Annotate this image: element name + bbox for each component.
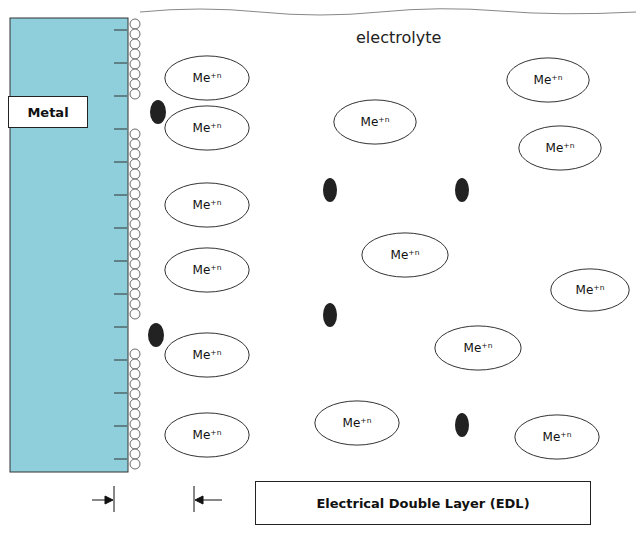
ion-label: Me⁺ⁿ [343, 416, 372, 430]
cation-ellipse: Me⁺ⁿ [514, 414, 600, 460]
ion-label: Me⁺ⁿ [534, 73, 563, 87]
ion-label: Me⁺ⁿ [543, 430, 572, 444]
box-label: Metal [27, 105, 68, 120]
cation-ellipse: Me⁺ⁿ [164, 332, 250, 378]
metal-block [10, 18, 128, 472]
cation-ellipse: Me⁺ⁿ [164, 105, 250, 151]
cation-ellipse: Me⁺ⁿ [333, 99, 417, 145]
ion-label: Me⁺ⁿ [193, 121, 222, 135]
ion-label: Me⁺ⁿ [193, 428, 222, 442]
box-label: Electrical Double Layer (EDL) [316, 496, 529, 511]
cation-ellipse: Me⁺ⁿ [164, 412, 250, 458]
region-label: electrolyte [356, 28, 441, 47]
ion-label: Me⁺ⁿ [546, 141, 575, 155]
cation-ellipse: Me⁺ⁿ [314, 400, 400, 446]
electrolyte-surface [140, 9, 636, 15]
ion-label: Me⁺ⁿ [193, 198, 222, 212]
ion-label: Me⁺ⁿ [193, 263, 222, 277]
ion-label: Me⁺ⁿ [193, 71, 222, 85]
label-box: Metal [8, 96, 88, 128]
label-box: Electrical Double Layer (EDL) [255, 481, 591, 525]
ion-label: Me⁺ⁿ [576, 283, 605, 297]
cation-ellipse: Me⁺ⁿ [550, 268, 630, 312]
cation-ellipse: Me⁺ⁿ [164, 247, 250, 293]
ion-label: Me⁺ⁿ [464, 341, 493, 355]
anions [148, 100, 469, 437]
ion-label: Me⁺ⁿ [193, 348, 222, 362]
cation-ellipse: Me⁺ⁿ [506, 57, 590, 103]
cation-ellipse: Me⁺ⁿ [434, 325, 522, 371]
cation-ellipse: Me⁺ⁿ [164, 55, 250, 101]
ion-label: Me⁺ⁿ [391, 248, 420, 262]
cation-ellipse: Me⁺ⁿ [361, 232, 449, 278]
cation-ellipse: Me⁺ⁿ [164, 182, 250, 228]
water-molecules [130, 19, 140, 469]
surface-charges [114, 30, 127, 459]
edl-dimension [92, 486, 222, 512]
ion-label: Me⁺ⁿ [361, 115, 390, 129]
cation-ellipse: Me⁺ⁿ [518, 125, 602, 171]
